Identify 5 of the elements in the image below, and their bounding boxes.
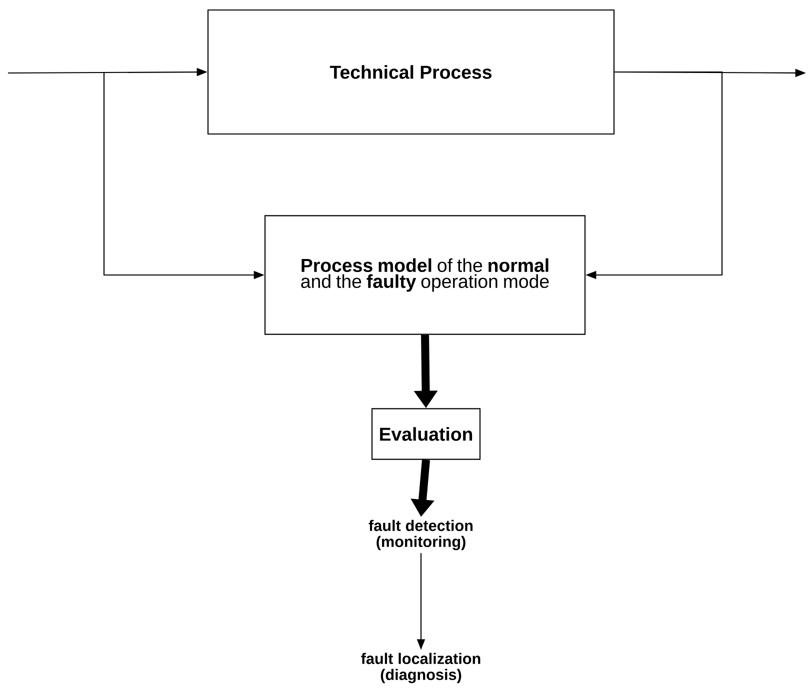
process-box: Technical Process <box>207 9 615 135</box>
output-text: fault localization (diagnosis) <box>361 652 480 684</box>
model-box: Process model of the normal and the faulty operation mode <box>264 215 586 335</box>
output-text: fault detection (monitoring) <box>368 520 473 550</box>
evaluation-box: Evaluation <box>371 408 481 460</box>
